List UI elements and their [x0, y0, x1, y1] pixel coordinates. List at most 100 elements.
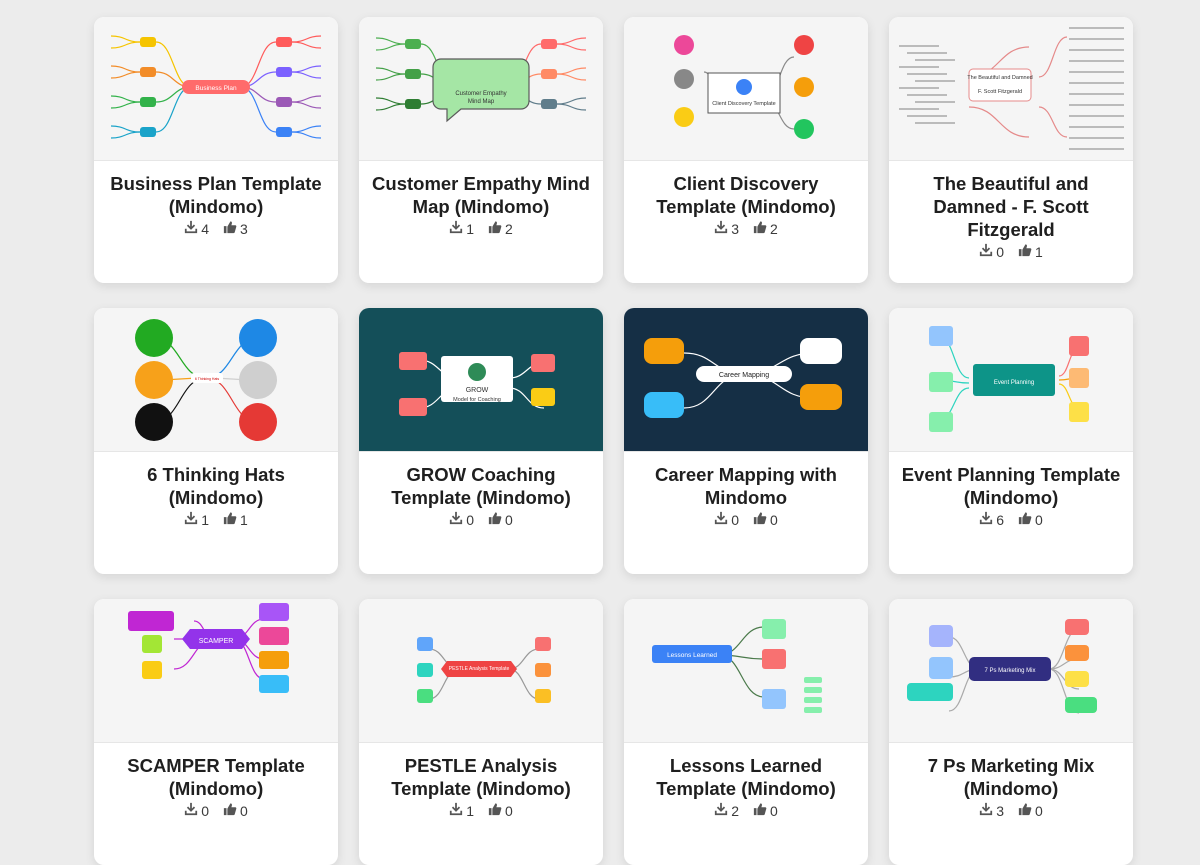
thumbs-up-icon [1018, 511, 1032, 528]
template-card[interactable]: 7 Ps Marketing Mix 7 Ps Marketing Mix (M… [889, 599, 1133, 865]
template-stats: 2 0 [714, 802, 778, 819]
download-icon [714, 802, 728, 819]
thumbs-up-icon [1018, 802, 1032, 819]
template-title[interactable]: 6 Thinking Hats (Mindomo) [147, 464, 285, 508]
template-stats: 3 0 [979, 802, 1043, 819]
template-info: PESTLE Analysis Template (Mindomo) 1 0 [359, 743, 603, 865]
likes-stat: 0 [488, 802, 513, 819]
template-info: Event Planning Template (Mindomo) 6 0 [889, 452, 1133, 574]
template-thumbnail[interactable]: Career Mapping [624, 308, 868, 452]
template-stats: 4 3 [184, 220, 248, 237]
svg-text:Event Planning: Event Planning [994, 380, 1034, 386]
thumbs-up-icon [223, 802, 237, 819]
template-title[interactable]: Client Discovery Template (Mindomo) [656, 173, 836, 217]
template-title[interactable]: 7 Ps Marketing Mix (Mindomo) [927, 755, 1095, 799]
template-title[interactable]: Business Plan Template (Mindomo) [110, 173, 322, 217]
template-info: 7 Ps Marketing Mix (Mindomo) 3 0 [889, 743, 1133, 865]
mind-map-preview: PESTLE Analysis Template [417, 637, 551, 703]
likes-stat: 2 [753, 220, 778, 237]
template-info: GROW Coaching Template (Mindomo) 0 0 [359, 452, 603, 574]
mind-map-preview: Lessons Learned [652, 619, 822, 713]
svg-text:Model for Coaching: Model for Coaching [453, 397, 501, 403]
template-title[interactable]: SCAMPER Template (Mindomo) [127, 755, 305, 799]
likes-stat: 0 [1018, 802, 1043, 819]
template-info: The Beautiful and Damned - F. Scott Fitz… [889, 161, 1133, 283]
likes-stat: 3 [223, 220, 248, 237]
template-thumbnail[interactable]: Business Plan [94, 17, 338, 161]
template-thumbnail[interactable]: Lessons Learned [624, 599, 868, 743]
template-info: 6 Thinking Hats (Mindomo) 1 1 [94, 452, 338, 574]
template-title[interactable]: GROW Coaching Template (Mindomo) [391, 464, 571, 508]
thumbs-up-icon [753, 511, 767, 528]
template-card[interactable]: SCAMPER SCAMPER Template (Mindomo) 0 0 [94, 599, 338, 865]
template-thumbnail[interactable]: 6 Thinking Hats [94, 308, 338, 452]
template-info: SCAMPER Template (Mindomo) 0 0 [94, 743, 338, 865]
downloads-stat: 1 [449, 802, 474, 819]
downloads-stat: 3 [979, 802, 1004, 819]
template-title[interactable]: Customer Empathy Mind Map (Mindomo) [372, 173, 590, 217]
downloads-count: 1 [466, 802, 474, 819]
template-title[interactable]: The Beautiful and Damned - F. Scott Fitz… [933, 173, 1089, 240]
template-stats: 0 0 [449, 511, 513, 528]
template-info: Business Plan Template (Mindomo) 4 3 [94, 161, 338, 283]
template-card[interactable]: Career Mapping Career Mapping with Mindo… [624, 308, 868, 574]
template-stats: 1 0 [449, 802, 513, 819]
downloads-stat: 0 [714, 511, 739, 528]
template-thumbnail[interactable]: 7 Ps Marketing Mix [889, 599, 1133, 743]
downloads-count: 0 [201, 802, 209, 819]
template-thumbnail[interactable]: PESTLE Analysis Template [359, 599, 603, 743]
thumbs-up-icon [753, 802, 767, 819]
template-title[interactable]: PESTLE Analysis Template (Mindomo) [391, 755, 571, 799]
thumbs-up-icon [488, 802, 502, 819]
download-icon [979, 511, 993, 528]
template-title[interactable]: Lessons Learned Template (Mindomo) [656, 755, 836, 799]
template-card[interactable]: Client Discovery Template Client Discove… [624, 17, 868, 283]
template-stats: 6 0 [979, 511, 1043, 528]
template-info: Customer Empathy Mind Map (Mindomo) 1 2 [359, 161, 603, 283]
likes-count: 3 [240, 220, 248, 237]
mind-map-preview: 6 Thinking Hats [135, 319, 277, 441]
template-stats: 3 2 [714, 220, 778, 237]
download-icon [714, 511, 728, 528]
template-thumbnail[interactable]: Event Planning [889, 308, 1133, 452]
downloads-stat: 3 [714, 220, 739, 237]
template-info: Lessons Learned Template (Mindomo) 2 0 [624, 743, 868, 865]
svg-text:PESTLE Analysis Template: PESTLE Analysis Template [449, 666, 510, 672]
template-stats: 0 0 [184, 802, 248, 819]
template-card[interactable]: Event Planning Event Planning Template (… [889, 308, 1133, 574]
svg-text:Mind Map: Mind Map [468, 99, 495, 105]
thumbs-up-icon [223, 511, 237, 528]
template-card[interactable]: PESTLE Analysis Template PESTLE Analysis… [359, 599, 603, 865]
downloads-count: 0 [466, 511, 474, 528]
template-card[interactable]: Lessons Learned Lessons Learned Template… [624, 599, 868, 865]
likes-stat: 0 [1018, 511, 1043, 528]
svg-text:Client Discovery Template: Client Discovery Template [712, 101, 775, 107]
template-card[interactable]: Business Plan Business Plan Template (Mi… [94, 17, 338, 283]
template-title[interactable]: Event Planning Template (Mindomo) [901, 464, 1121, 508]
download-icon [449, 802, 463, 819]
likes-count: 0 [1035, 511, 1043, 528]
likes-count: 2 [770, 220, 778, 237]
svg-text:SCAMPER: SCAMPER [199, 638, 234, 645]
mind-map-preview: Event Planning [929, 326, 1089, 432]
likes-count: 0 [1035, 802, 1043, 819]
mind-map-preview: Career Mapping [644, 338, 842, 418]
template-thumbnail[interactable]: SCAMPER [94, 599, 338, 743]
thumbs-up-icon [223, 220, 237, 237]
likes-count: 1 [1035, 243, 1043, 260]
thumbs-up-icon [488, 511, 502, 528]
download-icon [184, 802, 198, 819]
likes-count: 0 [505, 511, 513, 528]
svg-text:Lessons Learned: Lessons Learned [667, 652, 717, 659]
template-card[interactable]: 6 Thinking Hats 6 Thinking Hats (Mindomo… [94, 308, 338, 574]
svg-text:Customer Empathy: Customer Empathy [455, 91, 506, 97]
template-title[interactable]: Career Mapping with Mindomo [655, 464, 837, 508]
svg-text:Business Plan: Business Plan [195, 85, 237, 92]
template-thumbnail[interactable]: Client Discovery Template [624, 17, 868, 161]
